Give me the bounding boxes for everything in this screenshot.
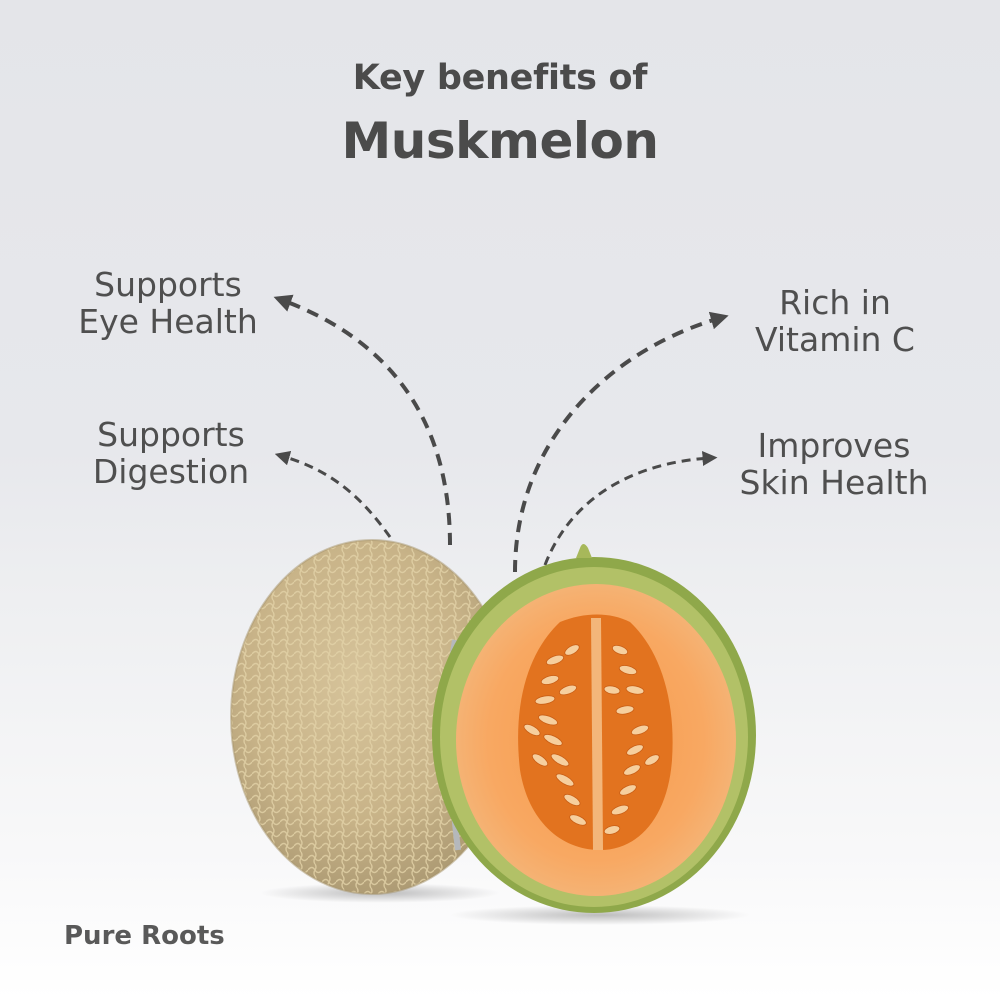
- benefit-digestion-line2: Digestion: [92, 452, 250, 491]
- benefit-vitamin-c-line1: Rich in: [779, 283, 891, 322]
- arrow-skin-health: [543, 450, 718, 566]
- benefit-eye-line1: Supports: [94, 265, 242, 304]
- benefit-vitamin-c: Rich in Vitamin C: [730, 284, 940, 358]
- benefit-skin-line1: Improves: [757, 426, 911, 465]
- benefit-digestion-line1: Supports: [97, 415, 245, 454]
- brand-name: Pure Roots: [64, 921, 225, 951]
- arrow-digestion: [274, 450, 392, 538]
- benefit-digestion: Supports Digestion: [66, 416, 276, 490]
- arrow-vitamin-c: [513, 311, 729, 573]
- half-melon: [432, 544, 756, 913]
- title-line-1: Key benefits of: [352, 58, 648, 98]
- benefit-skin-health: Improves Skin Health: [722, 427, 946, 501]
- benefit-eye-health: Supports Eye Health: [58, 266, 278, 340]
- title-line-2: Muskmelon: [341, 112, 659, 170]
- benefit-vitamin-c-line2: Vitamin C: [755, 320, 915, 359]
- benefit-eye-line2: Eye Health: [78, 302, 258, 341]
- arrows: [273, 294, 729, 573]
- arrow-eye-health: [273, 294, 452, 546]
- benefit-skin-line2: Skin Health: [739, 463, 929, 502]
